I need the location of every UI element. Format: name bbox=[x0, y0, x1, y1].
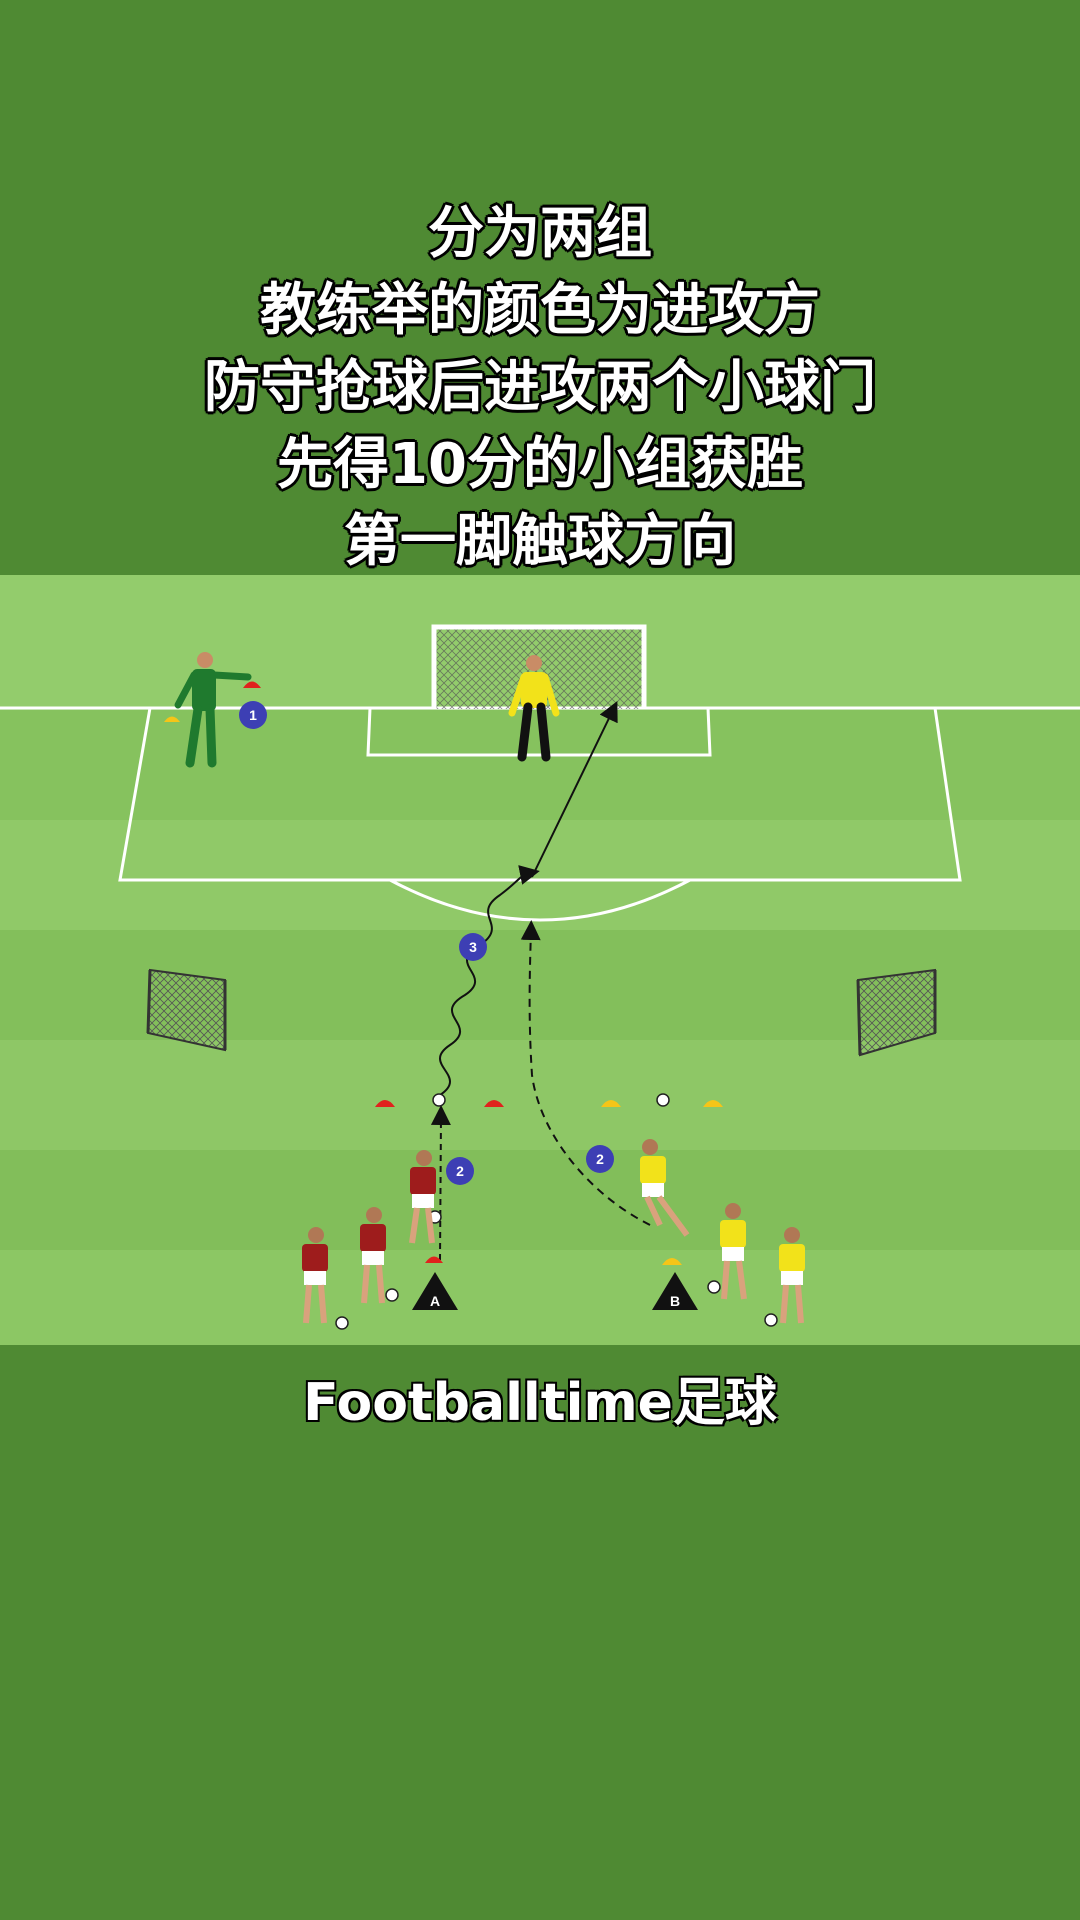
player-figure bbox=[779, 1227, 805, 1324]
ball-icon bbox=[335, 1316, 349, 1330]
team-a-players bbox=[302, 1150, 436, 1324]
player-figure bbox=[302, 1227, 328, 1324]
goalkeeper-figure bbox=[508, 655, 560, 762]
caption-line: 防守抢球后进攻两个小球门 bbox=[204, 355, 876, 420]
cone-icon bbox=[375, 1100, 395, 1107]
cone-icon bbox=[484, 1100, 504, 1107]
step-marker-2b: 2 bbox=[586, 1145, 614, 1173]
caption-line: 先得10分的小组获胜 bbox=[277, 432, 803, 497]
ball-icon bbox=[764, 1313, 778, 1327]
team-b-players bbox=[640, 1139, 805, 1324]
cone-icon bbox=[164, 716, 180, 722]
step-marker-3: 3 bbox=[459, 933, 487, 961]
start-marker-b: B bbox=[652, 1272, 698, 1310]
player-figure bbox=[409, 1150, 436, 1244]
player-figure bbox=[360, 1207, 386, 1304]
caption-line: 教练举的颜色为进攻方 bbox=[260, 278, 820, 343]
mini-goal-icon bbox=[146, 968, 227, 1052]
step-marker-label: 1 bbox=[249, 707, 257, 723]
cone-icon bbox=[703, 1100, 723, 1107]
cone-icon bbox=[243, 681, 261, 688]
step-marker-label: 3 bbox=[469, 939, 477, 955]
caption-line: 第一脚触球方向 bbox=[344, 509, 736, 574]
coach-figure bbox=[174, 652, 252, 768]
cones bbox=[164, 681, 723, 1265]
drill-diagram: A B 1 2 2 3 bbox=[0, 575, 1080, 1345]
player-figure bbox=[640, 1139, 690, 1237]
movement-lines bbox=[430, 701, 651, 1261]
caption: 分为两组 教练举的颜色为进攻方 防守抢球后进攻两个小球门 先得10分的小组获胜 … bbox=[0, 195, 1080, 580]
step-marker-label: 2 bbox=[456, 1163, 464, 1179]
step-marker-label: 2 bbox=[596, 1151, 604, 1167]
start-label-b: B bbox=[670, 1293, 680, 1309]
ball-icon bbox=[385, 1288, 399, 1302]
player-figure bbox=[720, 1203, 747, 1300]
start-label-a: A bbox=[430, 1293, 440, 1309]
cone-icon bbox=[662, 1258, 682, 1265]
cone-icon bbox=[425, 1256, 443, 1263]
caption-line: 分为两组 bbox=[428, 201, 652, 266]
ball-icon bbox=[656, 1093, 670, 1107]
start-marker-a: A bbox=[412, 1272, 458, 1310]
step-marker-2a: 2 bbox=[446, 1157, 474, 1185]
ball-icon bbox=[707, 1280, 721, 1294]
watermark: Footballtime足球 bbox=[303, 1373, 777, 1433]
cone-icon bbox=[601, 1100, 621, 1107]
ball-icon bbox=[432, 1093, 446, 1107]
step-marker-1: 1 bbox=[239, 701, 267, 729]
mini-goal-icon bbox=[856, 968, 937, 1057]
